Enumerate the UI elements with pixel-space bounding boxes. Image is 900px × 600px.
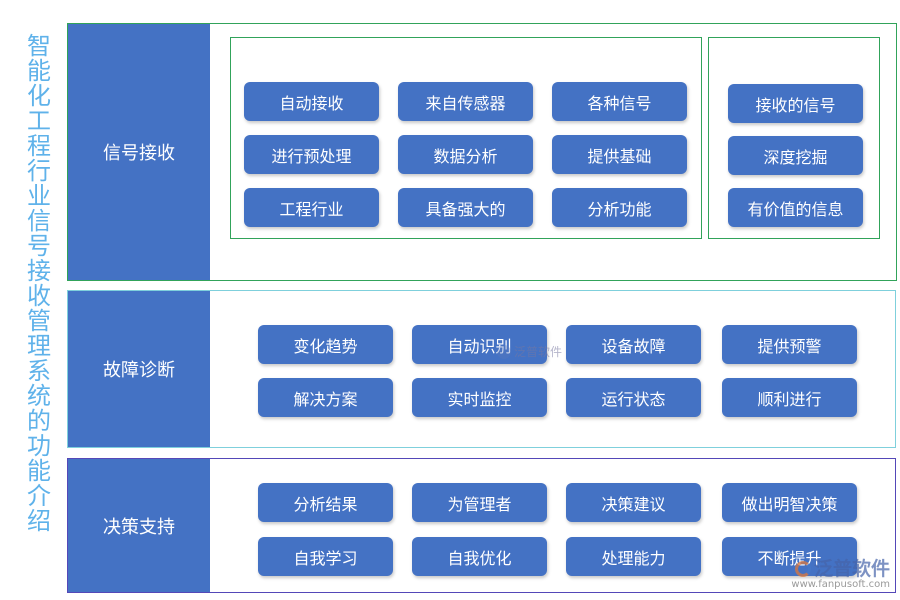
side-title-char: 理 — [27, 332, 51, 360]
box-running-status: 运行状态 — [566, 378, 701, 417]
box-for-managers: 为管理者 — [412, 483, 547, 522]
side-title-char: 工 — [27, 107, 51, 135]
watermark-logo-icon — [497, 344, 511, 359]
box-engineering-industry: 工程行业 — [244, 188, 379, 227]
watermark-brand: 泛普软件 — [791, 559, 890, 579]
box-equipment-fault: 设备故障 — [566, 325, 701, 364]
box-data-analysis: 数据分析 — [398, 135, 533, 174]
box-decision-advice: 决策建议 — [566, 483, 701, 522]
side-title-char: 业 — [27, 182, 51, 210]
side-title-char: 智 — [27, 32, 51, 60]
side-title-char: 介 — [27, 482, 51, 510]
watermark-corner: 泛普软件 www.fanpusoft.com — [791, 559, 890, 591]
box-self-optimize: 自我优化 — [412, 537, 547, 576]
side-title-char: 信 — [27, 207, 51, 235]
box-realtime-monitor: 实时监控 — [412, 378, 547, 417]
box-trend: 变化趋势 — [258, 325, 393, 364]
watermark-brand-text: 泛普软件 — [813, 558, 890, 580]
side-title-char: 收 — [27, 282, 51, 310]
section-label-decision: 决策支持 — [68, 459, 210, 592]
signal-group-main: 自动接收 来自传感器 各种信号 进行预处理 数据分析 提供基础 工程行业 具备强… — [230, 37, 702, 239]
box-analysis-results: 分析结果 — [258, 483, 393, 522]
box-received-signals: 接收的信号 — [728, 84, 863, 123]
side-title: 智 能 化 工 程 行 业 信 号 接 收 管 理 系 统 的 功 能 介 绍 — [22, 34, 56, 534]
box-preprocess: 进行预处理 — [244, 135, 379, 174]
box-self-learning: 自我学习 — [258, 537, 393, 576]
side-title-char: 号 — [27, 232, 51, 260]
watermark-center: 泛普软件 — [497, 343, 562, 360]
box-analysis-function: 分析功能 — [552, 188, 687, 227]
side-title-char: 管 — [27, 307, 51, 335]
side-title-char: 功 — [27, 432, 51, 460]
box-solution: 解决方案 — [258, 378, 393, 417]
box-processing-ability: 处理能力 — [566, 537, 701, 576]
box-smooth-progress: 顺利进行 — [722, 378, 857, 417]
watermark-center-text: 泛普软件 — [514, 345, 563, 359]
section-label-fault: 故障诊断 — [68, 291, 210, 447]
section-label-signal: 信号接收 — [68, 24, 210, 280]
side-title-char: 绍 — [27, 507, 51, 535]
signal-group-mining: 接收的信号 深度挖掘 有价值的信息 — [708, 37, 880, 239]
box-auto-receive: 自动接收 — [244, 82, 379, 121]
section-signal-receiving: 信号接收 自动接收 来自传感器 各种信号 进行预处理 数据分析 提供基础 工程行… — [67, 23, 897, 281]
box-provide-basis: 提供基础 — [552, 135, 687, 174]
side-title-char: 系 — [27, 357, 51, 385]
side-title-char: 化 — [27, 82, 51, 110]
section-decision-support: 决策支持 分析结果 为管理者 决策建议 做出明智决策 自我学习 自我优化 处理能… — [67, 458, 896, 593]
box-various-signals: 各种信号 — [552, 82, 687, 121]
brand-logo-icon — [794, 561, 811, 577]
side-title-char: 能 — [27, 57, 51, 85]
side-title-char: 接 — [27, 257, 51, 285]
watermark-url: www.fanpusoft.com — [791, 579, 890, 590]
box-deep-mining: 深度挖掘 — [728, 136, 863, 175]
box-auto-identify: 自动识别 — [412, 325, 547, 364]
box-continuous-improve: 不断提升 — [722, 537, 857, 576]
section-fault-diagnosis: 故障诊断 变化趋势 自动识别 设备故障 提供预警 解决方案 实时监控 运行状态 … — [67, 290, 896, 448]
side-title-char: 能 — [27, 457, 51, 485]
box-valuable-info: 有价值的信息 — [728, 188, 863, 227]
side-title-char: 行 — [27, 157, 51, 185]
box-from-sensors: 来自传感器 — [398, 82, 533, 121]
side-title-char: 统 — [27, 382, 51, 410]
side-title-char: 程 — [27, 132, 51, 160]
side-title-char: 的 — [27, 407, 51, 435]
box-wise-decision: 做出明智决策 — [722, 483, 857, 522]
box-early-warning: 提供预警 — [722, 325, 857, 364]
box-powerful: 具备强大的 — [398, 188, 533, 227]
